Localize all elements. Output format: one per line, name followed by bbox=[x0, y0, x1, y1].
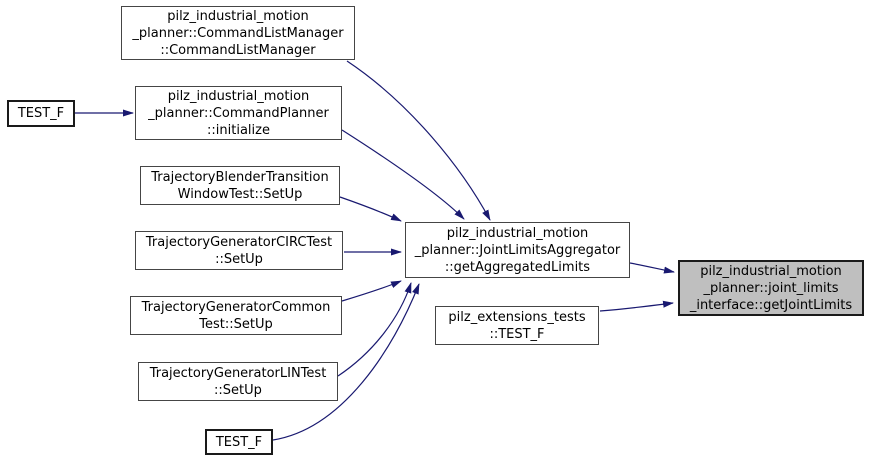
node-generator-common-setup[interactable]: TrajectoryGeneratorCommon Test::SetUp bbox=[130, 296, 342, 335]
node-label: TrajectoryGeneratorLINTest ::SetUp bbox=[149, 365, 327, 398]
node-label: pilz_industrial_motion _planner::JointLi… bbox=[414, 225, 621, 275]
node-test-f-left[interactable]: TEST_F bbox=[7, 100, 75, 127]
node-command-list-manager[interactable]: pilz_industrial_motion _planner::Command… bbox=[121, 6, 355, 60]
node-label: TrajectoryGeneratorCIRCTest ::SetUp bbox=[145, 234, 333, 267]
node-label: TEST_F bbox=[215, 434, 263, 450]
node-label: pilz_industrial_motion _planner::Command… bbox=[148, 88, 329, 138]
edge-extensions-test-f-to-get-joint-limits bbox=[599, 300, 674, 312]
node-command-planner-initialize[interactable]: pilz_industrial_motion _planner::Command… bbox=[135, 86, 342, 140]
node-label: TrajectoryGeneratorCommon Test::SetUp bbox=[141, 299, 331, 332]
node-label: pilz_industrial_motion _planner::joint_l… bbox=[689, 263, 853, 313]
node-joint-limits-aggregator[interactable]: pilz_industrial_motion _planner::JointLi… bbox=[405, 222, 630, 278]
edge-test-f-bottom-to-aggregator bbox=[272, 283, 420, 441]
node-get-joint-limits-current: pilz_industrial_motion _planner::joint_l… bbox=[678, 260, 864, 316]
edge-initialize-to-aggregator bbox=[341, 129, 465, 220]
node-label: pilz_extensions_tests ::TEST_F bbox=[448, 309, 586, 342]
node-label: TEST_F bbox=[17, 106, 65, 121]
edge-lin-setup-to-aggregator bbox=[337, 282, 412, 377]
node-test-f-bottom[interactable]: TEST_F bbox=[205, 429, 273, 455]
edge-common-setup-to-aggregator bbox=[341, 280, 402, 302]
edge-command-list-manager-to-aggregator bbox=[346, 60, 491, 221]
node-blender-transition-window-setup[interactable]: TrajectoryBlenderTransition WindowTest::… bbox=[140, 166, 340, 205]
node-label: TrajectoryBlenderTransition WindowTest::… bbox=[151, 169, 329, 202]
node-generator-circ-setup[interactable]: TrajectoryGeneratorCIRCTest ::SetUp bbox=[135, 231, 343, 270]
edge-blender-setup-to-aggregator bbox=[339, 196, 402, 222]
node-generator-lin-setup[interactable]: TrajectoryGeneratorLINTest ::SetUp bbox=[138, 362, 338, 401]
node-label: pilz_industrial_motion _planner::Command… bbox=[132, 8, 344, 58]
node-extensions-test-f[interactable]: pilz_extensions_tests ::TEST_F bbox=[435, 306, 599, 345]
edge-aggregator-to-get-joint-limits bbox=[629, 262, 675, 274]
